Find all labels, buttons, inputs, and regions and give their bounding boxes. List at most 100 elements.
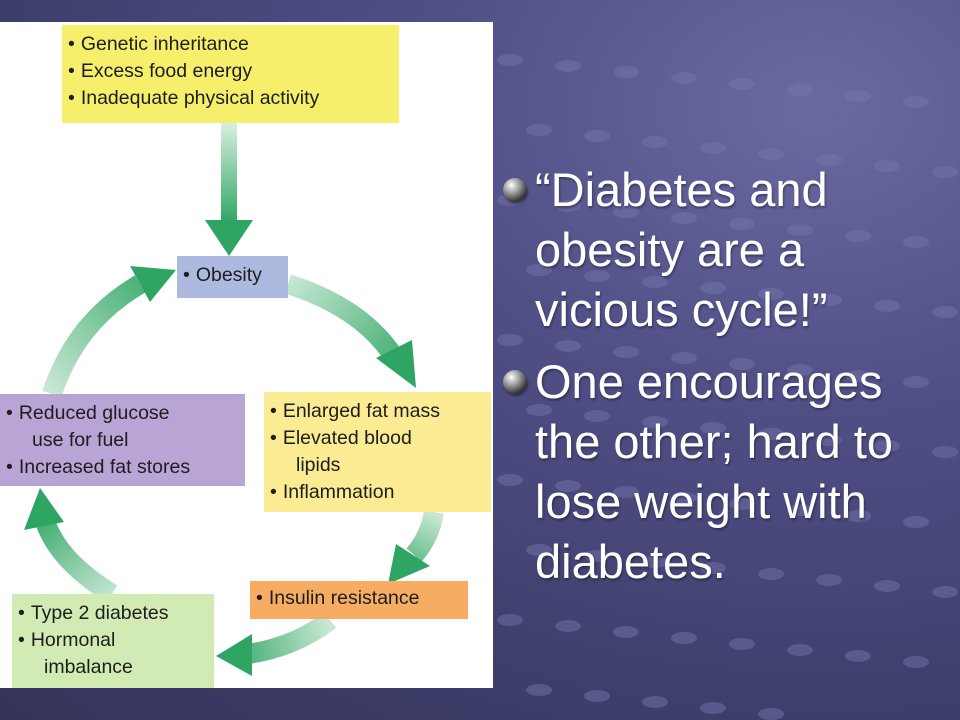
background-dot — [903, 376, 929, 388]
background-dot — [613, 206, 639, 218]
background-dot — [526, 684, 552, 696]
background-dot — [758, 288, 784, 300]
background-dot — [845, 90, 871, 102]
background-dot — [729, 78, 755, 90]
fat-inflammation: Inflammation — [270, 479, 485, 506]
background-dot — [584, 270, 610, 282]
background-dot — [671, 352, 697, 364]
background-dot — [729, 358, 755, 370]
bullet-text-quote: “Diabetes and obesity are a vicious cycl… — [535, 163, 828, 336]
diagram-panel: Genetic inheritance Excess food energy I… — [0, 22, 493, 688]
arrow-causes-to-obesity — [205, 123, 253, 256]
background-dot — [758, 708, 784, 720]
background-dot — [584, 690, 610, 702]
background-dot — [700, 422, 726, 434]
background-dot — [671, 632, 697, 644]
background-dot — [497, 54, 523, 66]
background-dot — [671, 72, 697, 84]
background-dot — [729, 218, 755, 230]
sphere-bullet-icon — [503, 178, 527, 202]
arrow-insulin-to-type2 — [216, 611, 337, 676]
fat-elevated-blood: Elevated blood — [270, 425, 485, 452]
background-dot — [932, 166, 958, 178]
background-dot — [671, 212, 697, 224]
background-dot — [613, 626, 639, 638]
background-dot — [787, 224, 813, 236]
fat-lipids: lipids — [296, 454, 341, 476]
background-dot — [526, 404, 552, 416]
cause-inactivity: Inadequate physical activity — [68, 85, 393, 112]
background-dot — [874, 160, 900, 172]
background-dot — [816, 574, 842, 586]
background-dot — [642, 696, 668, 708]
background-dot — [642, 136, 668, 148]
insulin-box: Insulin resistance — [250, 581, 468, 619]
background-dot — [816, 154, 842, 166]
background-dot — [932, 446, 958, 458]
glucose-fuel: use for fuel — [32, 429, 129, 451]
background-dot — [787, 364, 813, 376]
background-dot — [700, 282, 726, 294]
background-dot — [584, 550, 610, 562]
fat-effects-box: Enlarged fat mass Elevated blood lipids … — [264, 392, 491, 512]
background-dot — [555, 200, 581, 212]
bullet-item: “Diabetes and obesity are a vicious cycl… — [503, 160, 953, 340]
insulin-label: Insulin resistance — [256, 585, 462, 612]
arrow-fat-to-insulin — [388, 510, 444, 584]
background-dot — [903, 236, 929, 248]
background-dot — [526, 264, 552, 276]
background-dot — [874, 440, 900, 452]
bullet-item: One encourages the other; hard to lose w… — [503, 352, 953, 592]
background-dot — [613, 486, 639, 498]
background-dot — [787, 84, 813, 96]
background-dot — [787, 644, 813, 656]
cause-food-energy: Excess food energy — [68, 58, 393, 85]
background-dot — [932, 586, 958, 598]
causes-box: Genetic inheritance Excess food energy I… — [62, 25, 399, 123]
arrow-obesity-to-fat — [284, 274, 416, 388]
background-dot — [700, 562, 726, 574]
fat-enlarged-mass: Enlarged fat mass — [270, 398, 485, 425]
arrow-glucose-to-obesity — [42, 266, 176, 398]
background-dot — [845, 230, 871, 242]
cause-genetic: Genetic inheritance — [68, 31, 393, 58]
background-dot — [903, 96, 929, 108]
background-dot — [497, 614, 523, 626]
type2-imbalance: imbalance — [44, 656, 133, 678]
background-dot — [845, 370, 871, 382]
background-dot — [497, 334, 523, 346]
slide-bullets: “Diabetes and obesity are a vicious cycl… — [503, 160, 953, 604]
background-dot — [555, 480, 581, 492]
background-dot — [584, 130, 610, 142]
background-dot — [874, 580, 900, 592]
background-dot — [613, 66, 639, 78]
background-dot — [874, 300, 900, 312]
background-dot — [526, 544, 552, 556]
background-dot — [700, 142, 726, 154]
background-dot — [758, 148, 784, 160]
background-dot — [613, 346, 639, 358]
background-dot — [555, 620, 581, 632]
background-dot — [497, 474, 523, 486]
background-dot — [932, 306, 958, 318]
background-dot — [787, 504, 813, 516]
background-dot — [816, 434, 842, 446]
background-dot — [526, 124, 552, 136]
background-dot — [729, 498, 755, 510]
background-dot — [903, 516, 929, 528]
background-dot — [903, 656, 929, 668]
background-dot — [671, 492, 697, 504]
sphere-bullet-icon — [503, 370, 527, 394]
background-dot — [845, 650, 871, 662]
type2-box: Type 2 diabetes Hormonal imbalance — [12, 594, 214, 688]
arrow-type2-to-glucose — [24, 488, 118, 603]
glucose-reduced: Reduced glucose — [6, 400, 239, 427]
cycle-arrows — [24, 123, 444, 676]
obesity-box: Obesity — [177, 256, 288, 298]
background-dot — [555, 340, 581, 352]
background-dot — [816, 294, 842, 306]
bullet-text-explanation: One encourages the other; hard to lose w… — [535, 355, 893, 588]
type2-diabetes: Type 2 diabetes — [18, 600, 208, 627]
glucose-effects-box: Reduced glucose use for fuel Increased f… — [0, 394, 245, 486]
